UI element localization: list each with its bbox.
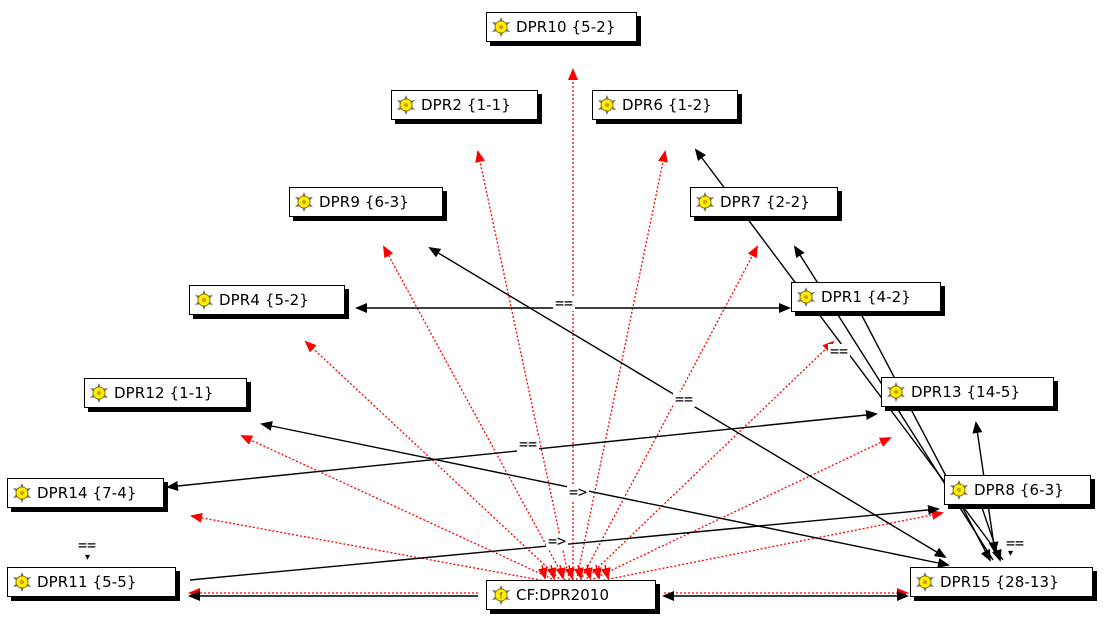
node-label: DPR11 {5-5} bbox=[37, 573, 137, 591]
server-star-icon bbox=[885, 381, 907, 403]
node-label: DPR2 {1-1} bbox=[421, 96, 511, 114]
server-flag-icon: f bbox=[490, 584, 512, 606]
node-label: DPR6 {1-2} bbox=[622, 96, 712, 114]
server-star-icon bbox=[914, 571, 936, 593]
server-star-icon bbox=[11, 482, 33, 504]
node-dpr10[interactable]: DPR10 {5-2} bbox=[486, 12, 637, 42]
node-label: CF:DPR2010 bbox=[516, 586, 610, 604]
server-star-icon bbox=[88, 382, 110, 404]
edge-cf-dpr9 bbox=[383, 245, 568, 585]
node-dpr13[interactable]: DPR13 {14-5} bbox=[881, 377, 1054, 407]
edge-dpr1-dpr15 bbox=[859, 311, 991, 562]
node-dpr4[interactable]: DPR4 {5-2} bbox=[189, 285, 345, 315]
server-star-icon bbox=[795, 286, 817, 308]
edge-dpr12-dpr15 bbox=[260, 421, 950, 568]
node-label: DPR1 {4-2} bbox=[821, 288, 911, 306]
node-dpr9[interactable]: DPR9 {6-3} bbox=[289, 187, 443, 217]
edge-label-dpr11-dpr8: => bbox=[546, 532, 569, 550]
server-star-icon bbox=[293, 191, 315, 213]
server-star-icon bbox=[490, 16, 512, 38]
node-label: DPR15 {28-13} bbox=[940, 573, 1059, 591]
server-star-icon bbox=[694, 191, 716, 213]
node-label: DPR7 {2-2} bbox=[720, 193, 810, 211]
node-label: DPR13 {14-5} bbox=[911, 383, 1021, 401]
edge-cf-dpr1 bbox=[580, 340, 835, 585]
edge-cf-dpr7 bbox=[577, 245, 758, 585]
edge-cf-incoming bbox=[546, 564, 557, 580]
node-label: DPR8 {6-3} bbox=[974, 481, 1064, 499]
node-dpr7[interactable]: DPR7 {2-2} bbox=[690, 187, 838, 217]
edge-label-dpr4-dpr1: == bbox=[553, 294, 576, 312]
edge-tick: ▾ bbox=[85, 552, 91, 563]
edge-cf-dpr6 bbox=[575, 150, 668, 585]
node-dpr15[interactable]: DPR15 {28-13} bbox=[910, 567, 1093, 597]
node-dpr14[interactable]: DPR14 {7-4} bbox=[7, 478, 164, 508]
node-dpr11[interactable]: DPR11 {5-5} bbox=[7, 567, 176, 597]
node-dpr1[interactable]: DPR1 {4-2} bbox=[791, 282, 941, 312]
edge-label-dpr9-dpr15: == bbox=[673, 390, 696, 408]
node-cf-dpr2010[interactable]: f CF:DPR2010 bbox=[486, 580, 656, 610]
node-label: DPR9 {6-3} bbox=[319, 193, 409, 211]
edge-cf-incoming bbox=[564, 564, 575, 580]
server-star-icon bbox=[395, 94, 417, 116]
server-star-icon bbox=[193, 289, 215, 311]
node-label: DPR14 {7-4} bbox=[37, 484, 137, 502]
svg-text:f: f bbox=[500, 591, 503, 601]
edge-cf-incoming bbox=[582, 564, 593, 580]
edge-label-dpr14-dpr11: == bbox=[76, 536, 99, 554]
node-label: DPR12 {1-1} bbox=[114, 384, 214, 402]
edge-cf-dpr2 bbox=[475, 150, 571, 585]
edge-cf-dpr13 bbox=[582, 437, 892, 585]
node-label: DPR4 {5-2} bbox=[219, 291, 309, 309]
edge-cf-dpr12 bbox=[240, 435, 564, 585]
edge-cf-incoming bbox=[600, 564, 611, 580]
edge-label-dpr14-dpr13: == bbox=[517, 435, 540, 453]
node-dpr6[interactable]: DPR6 {1-2} bbox=[592, 90, 738, 120]
edge-cf-incoming bbox=[555, 564, 566, 580]
node-dpr12[interactable]: DPR12 {1-1} bbox=[84, 378, 247, 408]
edge-dpr8-dpr15 bbox=[979, 501, 1002, 562]
edge-label-dpr12-dpr15: => bbox=[567, 483, 590, 501]
node-dpr2[interactable]: DPR2 {1-1} bbox=[391, 90, 538, 120]
edge-label-dpr8-dpr15: == bbox=[1004, 534, 1027, 552]
node-label: DPR10 {5-2} bbox=[516, 18, 616, 36]
node-dpr8[interactable]: DPR8 {6-3} bbox=[944, 475, 1091, 505]
server-star-icon bbox=[948, 479, 970, 501]
server-star-icon bbox=[596, 94, 618, 116]
edge-tick: ▾ bbox=[1008, 548, 1014, 559]
edge-cf-dpr14 bbox=[190, 512, 562, 585]
server-star-icon bbox=[11, 571, 33, 593]
edge-label-dpr1-dpr15: == bbox=[828, 342, 851, 360]
edge-cf-incoming bbox=[537, 564, 548, 580]
